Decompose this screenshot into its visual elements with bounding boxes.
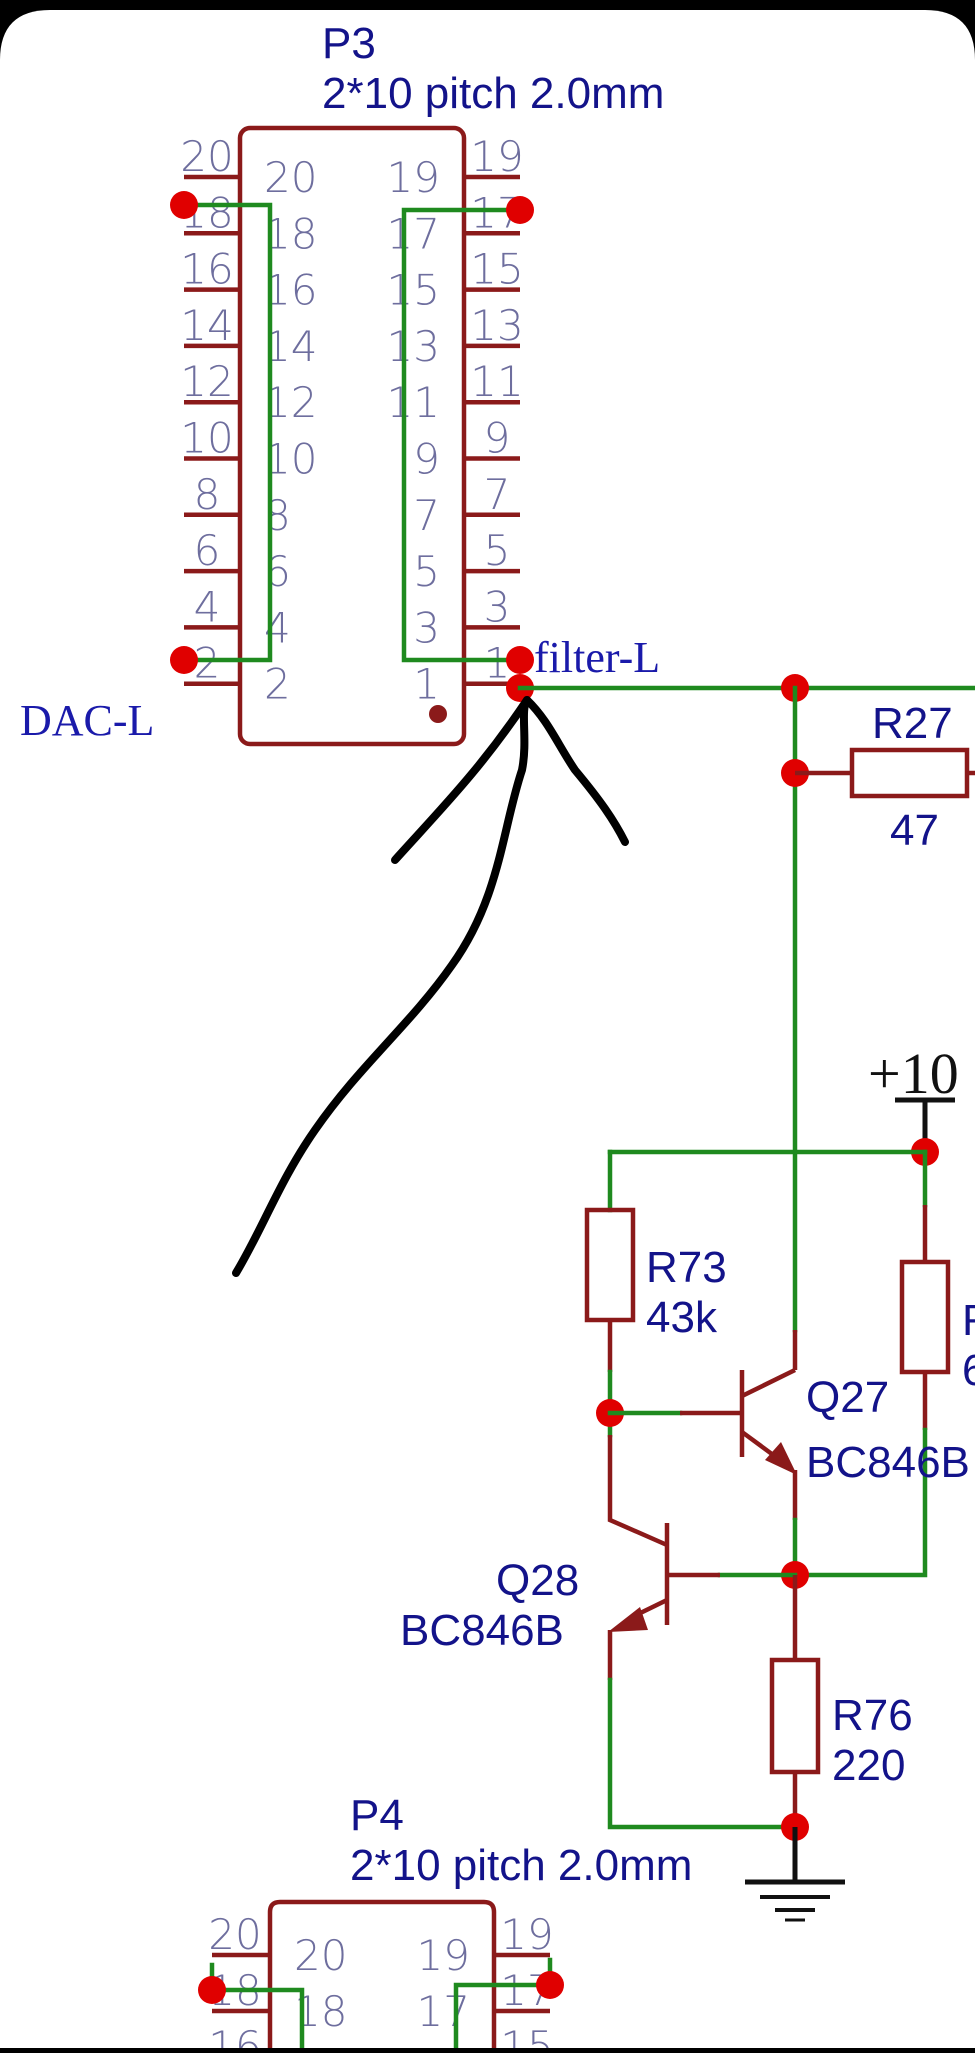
p3-pin-number: 13 — [387, 322, 440, 371]
junction — [170, 191, 198, 219]
r73-reference: R73 — [646, 1243, 727, 1292]
p3-pin-number: 2 — [194, 639, 221, 688]
p3-pin-number: 14 — [264, 322, 317, 371]
p3-pin-number: 16 — [180, 245, 233, 294]
junction — [536, 1971, 564, 1999]
p3-pin-number: 3 — [484, 582, 511, 631]
junction — [506, 646, 534, 674]
q27-value: BC846B — [806, 1438, 970, 1487]
p3-pin-number: 3 — [413, 603, 440, 652]
p3-pin-number: 7 — [484, 470, 511, 519]
p4-pin-number: 15 — [500, 2022, 553, 2048]
p3-pin-number: 1 — [413, 660, 440, 709]
p3-pin-number: 13 — [470, 301, 523, 350]
p3-pin-number: 6 — [194, 526, 221, 575]
p3-pin-number: 14 — [180, 301, 233, 350]
p3-pin-number: 4 — [194, 582, 221, 631]
connector-p3[interactable]: 2018161412108642201816141210864219171513… — [180, 19, 664, 747]
transistor-q28[interactable]: Q28 BC846B — [400, 1435, 720, 1680]
p4-pin-number: 17 — [417, 1987, 470, 2036]
resistor-r27[interactable]: R27 47 — [795, 699, 975, 855]
net-label-dac-l: DAC-L — [20, 696, 154, 745]
p3-body — [237, 125, 467, 747]
p4-pin-number: 20 — [294, 1931, 347, 1980]
p3-pin-number: 19 — [470, 132, 523, 181]
p3-pin-number: 19 — [387, 153, 440, 202]
resistor-r74[interactable]: R 6 — [899, 1205, 975, 1430]
q28-collector — [607, 1435, 668, 1548]
p4-pin-number: 19 — [417, 1931, 470, 1980]
p3-pin-number: 5 — [484, 526, 511, 575]
p3-pin-number: 9 — [413, 435, 440, 484]
p3-value: 2*10 pitch 2.0mm — [322, 69, 664, 118]
p3-pin-number: 2 — [264, 660, 291, 709]
p3-pins: 2018161412108642201816141210864219171513… — [180, 132, 523, 709]
p3-pin-number: 16 — [264, 266, 317, 315]
p4-reference: P4 — [350, 1791, 404, 1840]
r27-reference: R27 — [872, 699, 953, 748]
sheet-background — [0, 10, 975, 2048]
hand-drawn-arrow-annotation — [232, 696, 629, 1277]
p4-strap-right — [453, 1982, 553, 2051]
p3-strap-right — [401, 207, 523, 663]
p4-strap-left — [209, 1987, 305, 2051]
p3-pin-number: 12 — [264, 378, 317, 427]
p3-reference: P3 — [322, 19, 376, 68]
junction — [198, 1976, 226, 2004]
p4-pin-number: 20 — [208, 1910, 261, 1959]
p3-pin-number: 7 — [413, 491, 440, 540]
p4-body — [267, 1899, 497, 2048]
p3-pin-number: 17 — [387, 209, 440, 258]
wire-q28-emitter — [607, 1677, 798, 1830]
p4-value: 2*10 pitch 2.0mm — [350, 1841, 692, 1890]
transistor-q27[interactable]: Q27 BC846B — [680, 1330, 970, 1520]
p3-pin-number: 20 — [264, 153, 317, 202]
p3-pin-number: 15 — [470, 245, 523, 294]
net-label-filter-l: filter-L — [534, 633, 660, 682]
p3-pin-number: 1 — [484, 639, 511, 688]
p4-pin-number: 16 — [208, 2022, 261, 2048]
p3-pin-number: 11 — [387, 378, 440, 427]
ground-symbol — [745, 1827, 845, 1922]
junction — [170, 646, 198, 674]
p3-pin-number: 5 — [413, 547, 440, 596]
q27-reference: Q27 — [806, 1373, 889, 1422]
r76-value: 220 — [832, 1741, 905, 1790]
q28-emitter-arrow — [608, 1607, 648, 1632]
p3-pin1-marker — [429, 705, 447, 723]
p3-pin-number: 10 — [264, 435, 317, 484]
junction — [506, 196, 534, 224]
r74-reference: R — [962, 1296, 975, 1345]
r76-reference: R76 — [832, 1691, 913, 1740]
p3-pin-number: 18 — [264, 209, 317, 258]
q28-reference: Q28 — [496, 1556, 579, 1605]
p3-pin-number: 20 — [180, 132, 233, 181]
p3-pin-number: 11 — [470, 357, 523, 406]
power-symbol-10v[interactable]: +10 — [868, 1041, 959, 1152]
power-label: +10 — [868, 1041, 959, 1106]
p3-pin-number: 8 — [194, 470, 221, 519]
r27-value: 47 — [890, 806, 939, 855]
resistor-r76[interactable]: R76 220 — [769, 1575, 913, 1827]
p3-pin-number: 15 — [387, 266, 440, 315]
r74-value: 6 — [962, 1346, 975, 1395]
q28-value: BC846B — [400, 1606, 564, 1655]
p3-strap-left — [181, 202, 273, 663]
q27-emitter-arrow — [765, 1442, 797, 1475]
wire-feedback — [792, 1427, 928, 1578]
p3-pin-number: 10 — [180, 414, 233, 463]
p3-pin-number: 12 — [180, 357, 233, 406]
q27-collector — [741, 1367, 796, 1399]
r73-value: 43k — [646, 1293, 718, 1342]
p4-pin-number: 19 — [500, 1910, 553, 1959]
p3-pin-number: 9 — [484, 414, 511, 463]
